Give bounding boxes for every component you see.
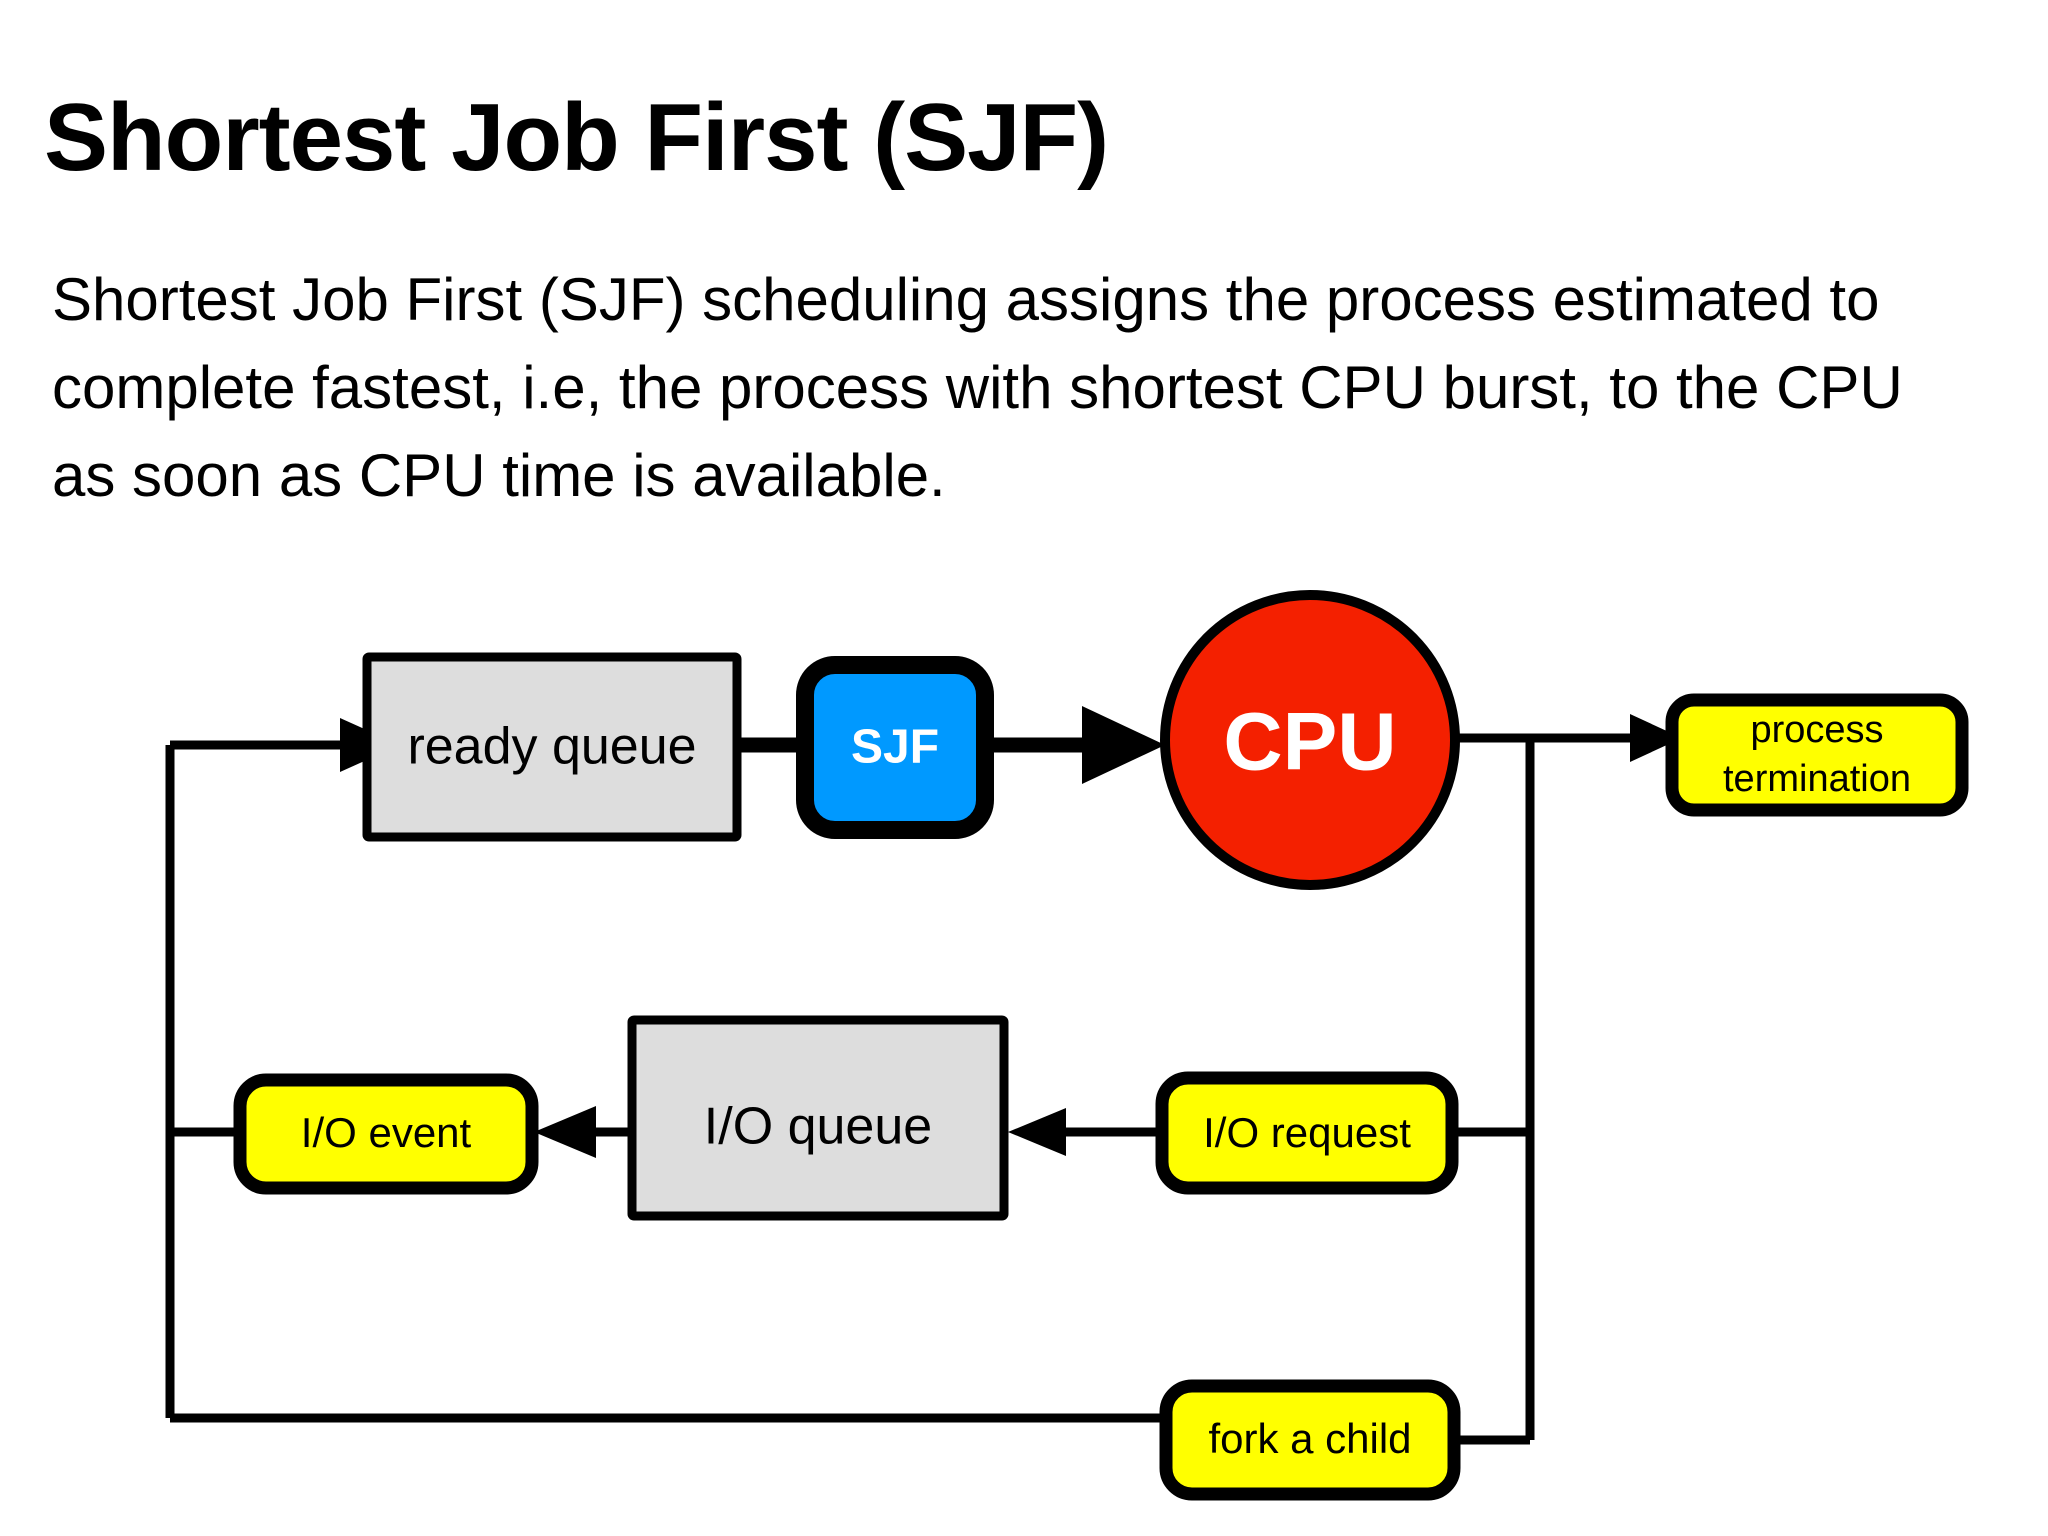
arrowhead-to-process-termination [1630, 714, 1682, 762]
edge-cpu-to-process-termination [1442, 714, 1682, 762]
edge-io-request-to-io-queue [1008, 1108, 1160, 1156]
edge-left-return-bus [165, 718, 1168, 1423]
edge-sjf-to-cpu [985, 706, 1165, 784]
arrowhead-to-cpu [1082, 706, 1165, 784]
process-termination-label-line2: termination [1723, 758, 1911, 800]
io-event-label: I/O event [301, 1109, 472, 1156]
io-event-box[interactable] [233, 1073, 539, 1195]
sjf-label: SJF [851, 721, 939, 774]
slide-body-text: Shortest Job First (SJF) scheduling assi… [52, 266, 1903, 509]
fork-a-child-label: fork a child [1208, 1415, 1411, 1462]
page-title: Shortest Job First (SJF) [44, 84, 1109, 192]
io-queue-label: I/O queue [704, 1098, 932, 1156]
io-request-label: I/O request [1203, 1109, 1411, 1156]
node-io-queue[interactable]: I/O queue [627, 1015, 1009, 1221]
node-io-request[interactable]: I/O request [1155, 1071, 1459, 1195]
arrowhead-to-io-event [534, 1106, 596, 1158]
sjf-box[interactable] [796, 656, 994, 839]
cpu-circle[interactable] [1160, 590, 1460, 890]
node-sjf[interactable]: SJF [796, 656, 994, 839]
ready-queue-label: ready queue [407, 718, 696, 776]
arrowhead-to-io-queue [1008, 1108, 1066, 1156]
node-cpu[interactable]: CPU [1160, 590, 1460, 890]
io-request-box[interactable] [1155, 1071, 1459, 1195]
process-termination-box[interactable] [1665, 693, 1969, 817]
cpu-label: CPU [1223, 697, 1396, 788]
node-io-event[interactable]: I/O event [233, 1073, 539, 1195]
fork-a-child-box[interactable] [1159, 1379, 1461, 1501]
node-ready-queue[interactable]: ready queue [362, 652, 742, 842]
process-termination-label-line1: process [1750, 709, 1883, 751]
io-queue-box[interactable] [627, 1015, 1009, 1221]
node-process-termination[interactable]: process termination [1665, 693, 1969, 817]
ready-queue-box[interactable] [362, 652, 742, 842]
node-fork-a-child[interactable]: fork a child [1159, 1379, 1461, 1501]
